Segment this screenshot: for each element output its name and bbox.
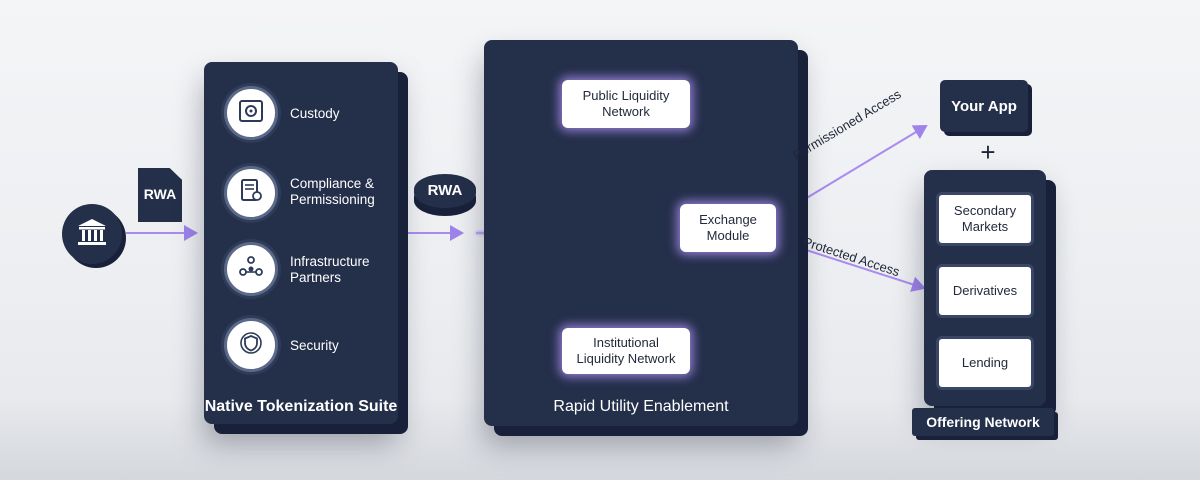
rwa-token: RWA (414, 174, 476, 208)
compliance-label: Compliance & Permissioning (290, 176, 375, 207)
offering-item-derivatives: Derivatives (936, 264, 1034, 318)
public-liquidity-network: Public Liquidity Network (562, 80, 690, 128)
shield-icon (238, 330, 264, 361)
custody-icon-badge (224, 86, 278, 140)
offering-network-title: Offering Network (912, 408, 1054, 436)
institutional-liquidity-network: Institutional Liquidity Network (562, 328, 690, 374)
tokenization-suite-panel: Custody Compliance & Permissioning Infra… (204, 62, 398, 424)
security-label: Security (290, 338, 339, 353)
utility-enablement-title: Rapid Utility Enablement (553, 398, 729, 415)
permissioned-arrow (799, 124, 928, 203)
bank-node (62, 204, 122, 264)
vault-icon (238, 98, 264, 129)
infrastructure-label: Infrastructure Partners (290, 254, 370, 285)
offering-item-lending: Lending (936, 336, 1034, 390)
offering-item-secondary-markets: Secondary Markets (936, 192, 1034, 246)
security-icon-badge (224, 318, 278, 372)
bank-icon (76, 217, 108, 252)
exchange-module: Exchange Module (680, 204, 776, 252)
network-people-icon (238, 254, 264, 285)
infrastructure-icon-badge (224, 242, 278, 296)
certificate-icon (238, 178, 264, 209)
rwa-document-label: RWA (143, 186, 177, 202)
rwa-token-label: RWA (427, 182, 463, 199)
protected-arrow (799, 247, 926, 292)
your-app-tile: Your App (940, 80, 1028, 132)
custody-label: Custody (290, 106, 340, 121)
rwa-document: RWA (138, 168, 182, 222)
compliance-icon-badge (224, 166, 278, 220)
plus-sign: + (980, 137, 996, 167)
tokenization-suite-title: Native Tokenization Suite (204, 398, 398, 415)
